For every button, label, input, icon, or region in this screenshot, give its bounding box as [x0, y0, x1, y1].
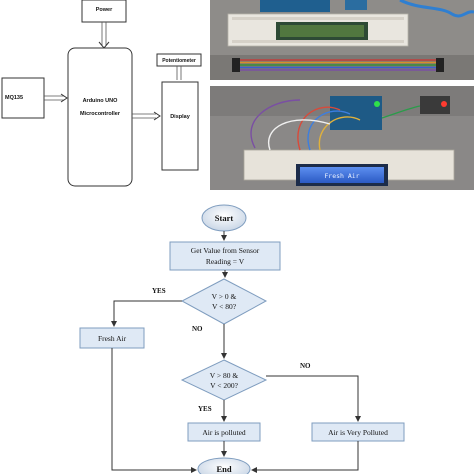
- wire-bundle-6: [267, 119, 331, 151]
- decision2-line1: V > 80 &: [210, 371, 239, 380]
- decision2-yes-label: YES: [198, 405, 212, 413]
- lcd-screen-bottom: [300, 167, 384, 183]
- lcd-readout: Fresh Air: [324, 172, 359, 180]
- start-label: Start: [215, 213, 234, 223]
- arrow-decision1-yes: [111, 300, 182, 327]
- wire-bundle-4: [250, 99, 301, 149]
- lcd-screen-top: [280, 25, 364, 37]
- arduino-board-bottom: [330, 96, 382, 130]
- wire-connector-right: [436, 58, 444, 72]
- wire-connector-left: [232, 58, 240, 72]
- wire-bundle-5: [381, 105, 421, 119]
- sensor-label: MQ135: [5, 95, 23, 101]
- controller-label-line1: Arduino UNO: [83, 98, 119, 104]
- decision2-diamond: [180, 359, 268, 401]
- decision2-line2: V < 200?: [210, 381, 239, 390]
- read-sensor-line1: Get Value from Sensor: [191, 246, 260, 255]
- very-polluted-label: Air is Very Polluted: [328, 428, 388, 437]
- power-label: Power: [96, 7, 113, 13]
- decision1-no-label: NO: [192, 325, 203, 333]
- polluted-label: Air is polluted: [202, 428, 246, 437]
- display-label: Display: [170, 114, 191, 120]
- flowchart: Start Get Value from Sensor Reading = V …: [79, 204, 405, 474]
- sensor-led: [441, 101, 447, 107]
- potentiometer-block: [156, 53, 202, 67]
- sensor-link-arrow: [60, 93, 68, 103]
- controller-label-line2: Microcontroller: [80, 111, 121, 117]
- end-label: End: [216, 464, 231, 474]
- sensor-block: [1, 77, 45, 119]
- wire-bundle-2: [307, 110, 351, 151]
- arduino-power-led: [374, 101, 380, 107]
- controller-block: [67, 47, 133, 187]
- arrow-decision2-no: [266, 375, 361, 422]
- wire-bundle-3: [318, 116, 361, 151]
- potentiometer-label: Potentiometer: [162, 58, 196, 64]
- breadboard-rail-2: [232, 40, 404, 43]
- read-sensor-line2: Reading = V: [206, 257, 245, 266]
- usb-cable: [399, 0, 474, 18]
- arrow-very-polluted-to-end: [251, 441, 359, 473]
- block-diagram: Power MQ135 Arduino UNO Microcontroller …: [1, 0, 202, 187]
- read-sensor-box: [169, 241, 281, 271]
- hardware-photo-bottom: Fresh Air: [210, 86, 474, 190]
- wire-bundle-1: [297, 106, 341, 151]
- fresh-air-label: Fresh Air: [98, 334, 127, 343]
- display-block: [161, 81, 199, 171]
- end-terminal: [197, 457, 251, 474]
- decision1-line2: V < 80?: [212, 302, 237, 311]
- sensor-module-top: [345, 0, 367, 10]
- sensor-module-bottom: [420, 96, 450, 114]
- display-link-arrow: [153, 111, 161, 121]
- power-block: [81, 0, 127, 23]
- decision1-line1: V > 0 &: [212, 292, 237, 301]
- hardware-photo-top: [210, 0, 474, 80]
- arrow-fresh-air-to-end: [111, 348, 197, 473]
- decision1-yes-label: YES: [152, 287, 166, 295]
- breadboard-rail-1: [232, 17, 404, 20]
- arduino-board-top: [260, 0, 330, 12]
- decision2-no-label: NO: [300, 362, 311, 370]
- power-link-arrow: [98, 41, 110, 49]
